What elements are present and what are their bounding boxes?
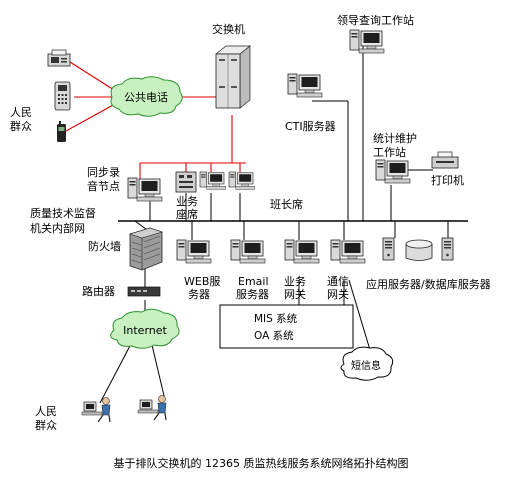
diagram-caption: 基于排队交换机的 12365 质监热线服务系统网络拓扑结构图 (114, 456, 409, 470)
leader-workstation-label: 领导查询工作站 (337, 13, 414, 27)
stats-workstation-icon (375, 159, 411, 184)
router-label: 路由器 (82, 284, 115, 298)
business-seat-label: 业务 (176, 195, 198, 208)
printer-icon (431, 151, 459, 169)
person-at-computer-icon-1 (81, 396, 111, 423)
router-icon (127, 286, 161, 297)
business-seat-icon-2 (199, 171, 226, 190)
public-phone-cloud: 公共电话 (110, 76, 183, 117)
mis-oa-box (219, 304, 354, 349)
email-server-icon (230, 239, 266, 264)
business-seat-label-2: 座席 (176, 207, 198, 221)
oa-system-label: OA 系统 (254, 329, 294, 342)
business-gateway-label-2: 网关 (284, 287, 306, 301)
quality-network-label-2: 机关内部网 (30, 221, 85, 235)
sync-record-label-2: 音节点 (87, 179, 120, 193)
web-server-label-2: 务器 (188, 288, 210, 301)
sms-label: 短信息 (351, 359, 381, 372)
mobile-phone-icon (57, 121, 66, 142)
people-label-top-2: 群众 (10, 119, 32, 133)
person-at-computer-icon-2 (137, 394, 167, 421)
cti-server-icon (287, 73, 323, 98)
email-server-label-2: 服务器 (236, 288, 269, 301)
comm-gateway-label: 通信 (327, 275, 349, 288)
comm-gateway-label-2: 网关 (327, 287, 349, 301)
stats-workstation-label-2: 工作站 (373, 145, 406, 159)
tower-server-icon-1 (382, 237, 395, 261)
people-label-bottom-2: 群众 (35, 418, 57, 432)
sms-cloud: 短信息 (340, 346, 394, 381)
phone-links (65, 61, 246, 180)
sync-record-label: 同步录 (87, 166, 120, 179)
web-server-icon (176, 239, 212, 264)
quality-network-label: 质量技术监督 (30, 206, 96, 220)
firewall-icon (129, 227, 163, 271)
switch-label: 交换机 (212, 22, 245, 36)
stats-workstation-label: 统计维护 (373, 131, 417, 145)
email-server-label: Email (238, 275, 269, 288)
internet-label: Internet (123, 324, 167, 337)
tower-server-icon-2 (441, 237, 454, 261)
mis-system-label: MIS 系统 (254, 312, 298, 325)
people-label-top: 人民 (10, 106, 32, 119)
firewall-label: 防火墙 (88, 239, 121, 253)
business-gateway-label: 业务 (284, 275, 306, 288)
internet-cloud: Internet (110, 308, 180, 349)
comm-gateway-icon (330, 239, 366, 264)
business-seat-icon-1 (175, 171, 197, 193)
database-icon (405, 239, 433, 261)
web-server-label: WEB服 (184, 275, 220, 288)
public-phone-label: 公共电话 (124, 91, 168, 104)
switch-cabinet-icon (215, 45, 251, 109)
leader-workstation-icon (349, 29, 385, 54)
business-gateway-icon (284, 239, 320, 264)
printer-label: 打印机 (431, 173, 464, 187)
sync-record-node-icon (127, 177, 163, 202)
fax-icon (47, 49, 71, 67)
team-leader-seat-icon (228, 171, 255, 190)
connection-lines (99, 42, 468, 404)
app-db-server-label: 应用服务器/数据库服务器 (366, 277, 491, 291)
people-label-bottom: 人民 (35, 405, 57, 418)
cti-server-label: CTI服务器 (285, 120, 336, 133)
telephone-icon (54, 81, 71, 111)
team-leader-seat-label: 班长席 (270, 197, 303, 211)
